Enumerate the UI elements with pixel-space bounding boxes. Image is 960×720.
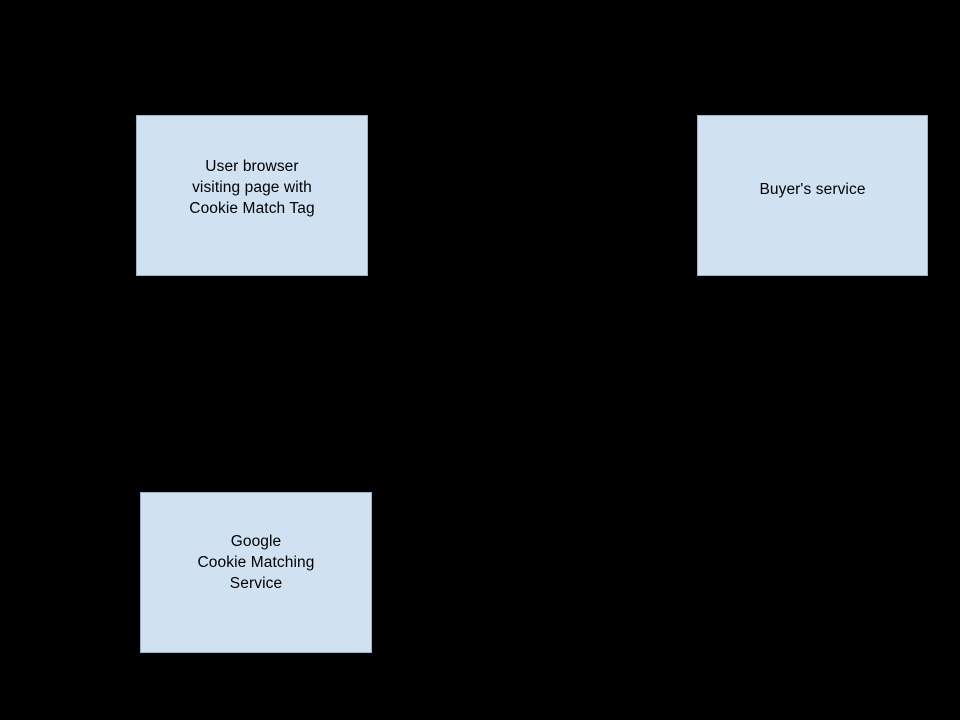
diagram-node-user-browser-label: User browser visiting page with Cookie M… <box>189 158 315 217</box>
diagram-node-google-cookie-matching-service[interactable]: Google Cookie Matching Service <box>140 492 372 653</box>
diagram-node-google-cookie-matching-service-label: Google Cookie Matching Service <box>197 533 315 592</box>
diagram-node-buyers-service-label: Buyer's service <box>759 181 866 198</box>
diagram-node-user-browser[interactable]: User browser visiting page with Cookie M… <box>136 115 368 276</box>
diagram-node-buyers-service[interactable]: Buyer's service <box>697 115 928 276</box>
